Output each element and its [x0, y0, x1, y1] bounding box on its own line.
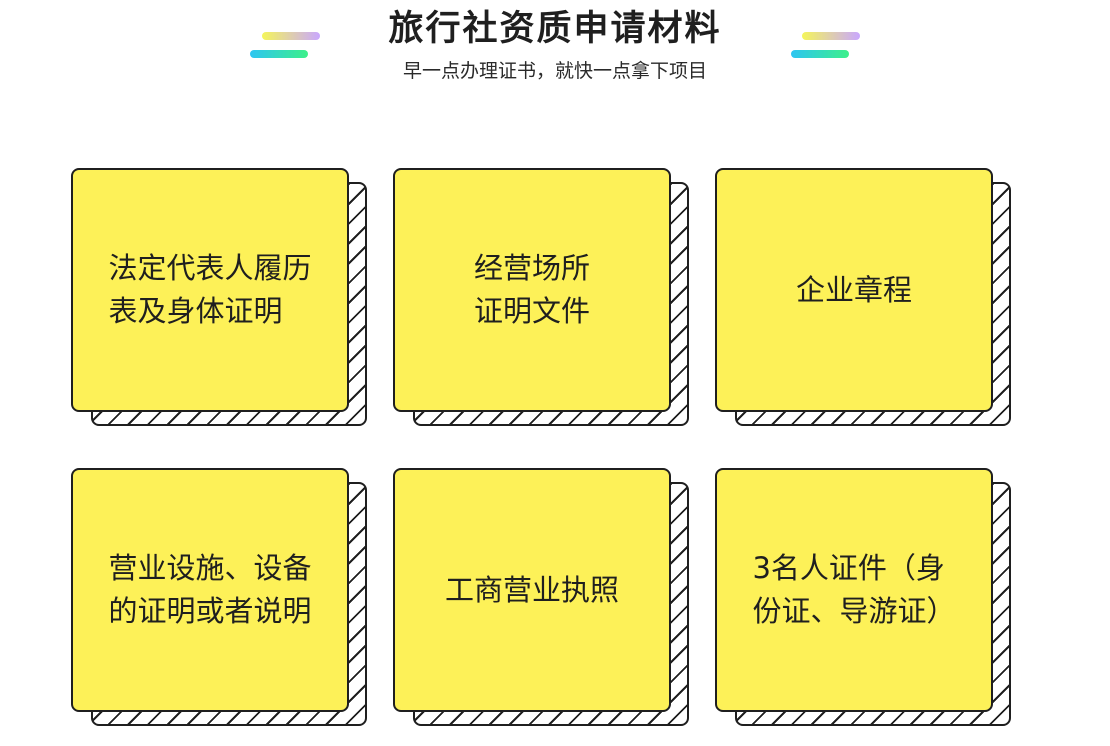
material-card-articles-of-association: 企业章程 — [715, 168, 1013, 428]
material-card-legal-rep-resume: 法定代表人履历 表及身体证明 — [71, 168, 369, 428]
material-card-premises-proof: 经营场所 证明文件 — [393, 168, 691, 428]
card-text: 经营场所 证明文件 — [473, 251, 590, 328]
decoration-bar-lower-left — [250, 50, 308, 58]
decoration-bar-lower-right — [791, 50, 849, 58]
material-card-personnel-certificates: 3名人证件（身 份证、导游证） — [715, 468, 1013, 728]
decoration-bar-upper-left — [262, 32, 320, 40]
material-card-business-license: 工商营业执照 — [393, 468, 691, 728]
card-face: 法定代表人履历 表及身体证明 — [71, 168, 349, 412]
card-text: 3名人证件（身 份证、导游证） — [752, 551, 956, 628]
card-text: 法定代表人履历 表及身体证明 — [108, 251, 312, 328]
decoration-bar-upper-right — [802, 32, 860, 40]
card-face: 3名人证件（身 份证、导游证） — [715, 468, 993, 712]
page-title: 旅行社资质申请材料 — [388, 9, 722, 49]
card-text: 营业设施、设备 的证明或者说明 — [108, 551, 312, 628]
page-subtitle: 早一点办理证书，就快一点拿下项目 — [402, 60, 707, 82]
card-face: 企业章程 — [715, 168, 993, 412]
card-text: 企业章程 — [795, 272, 912, 307]
material-card-facilities-proof: 营业设施、设备 的证明或者说明 — [71, 468, 369, 728]
card-text: 工商营业执照 — [444, 572, 619, 607]
card-face: 营业设施、设备 的证明或者说明 — [71, 468, 349, 712]
card-face: 工商营业执照 — [393, 468, 671, 712]
card-face: 经营场所 证明文件 — [393, 168, 671, 412]
